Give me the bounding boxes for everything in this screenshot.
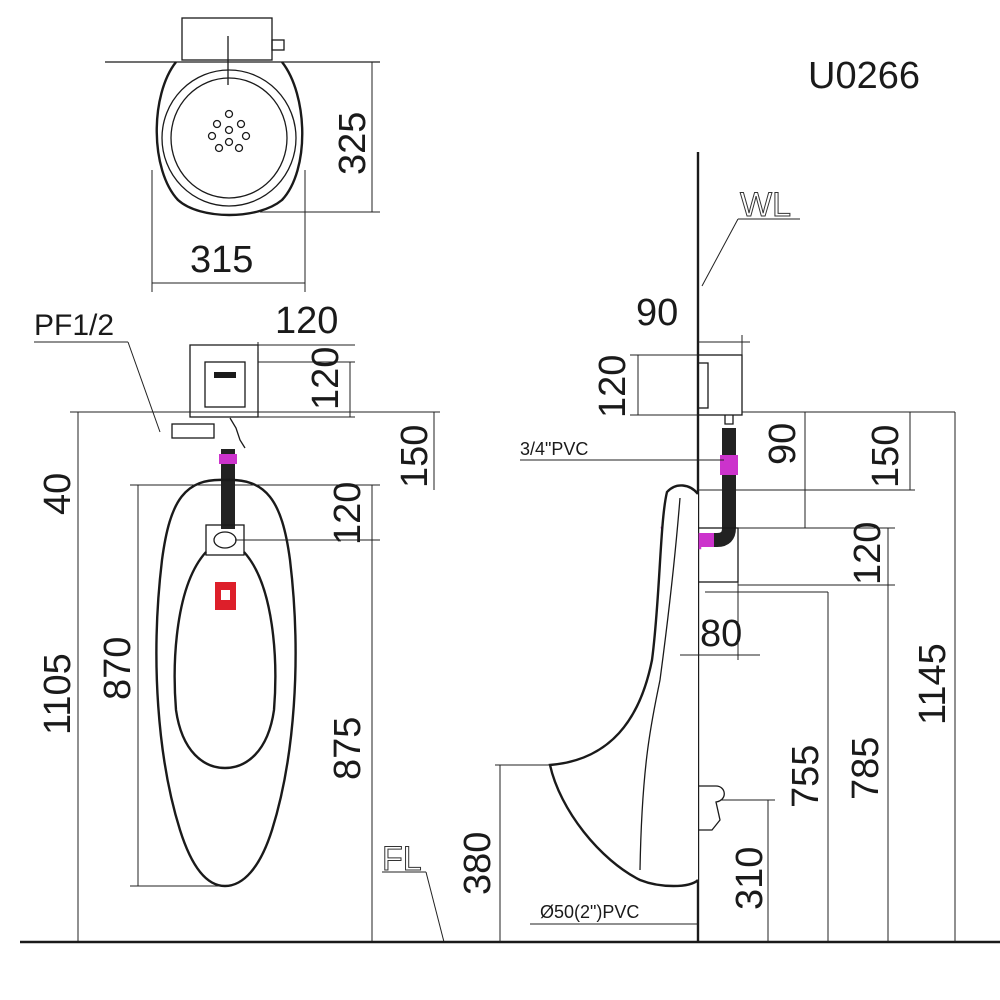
wl-leader [701, 218, 739, 287]
side-valve-top-height-dim: 1145 [912, 643, 954, 725]
drain-pvc-label: Ø50(2")PVC [540, 902, 639, 922]
side-view: WL 90 120 3/4"PVC 90 150 [457, 152, 956, 942]
top-depth-dim: 325 [332, 112, 374, 175]
valve-outlet [229, 417, 246, 449]
valve-box [189, 344, 259, 418]
top-view: 325 315 [105, 17, 380, 292]
front-bowl-height-dim: 870 [97, 637, 139, 700]
side-pipe-height-dim: 150 [865, 425, 907, 488]
supply-stub [171, 423, 215, 439]
front-spud-offset-dim: 120 [327, 482, 369, 545]
valve-face [204, 361, 246, 408]
pf-leader [127, 341, 161, 433]
flush-pipe-side [722, 428, 736, 528]
side-valve-depth-dim: 90 [636, 292, 678, 334]
fl-leader [425, 871, 445, 943]
pipe-coupler [219, 454, 237, 464]
wl-label: WL [740, 186, 791, 224]
front-valve-width-dim: 120 [275, 300, 338, 342]
side-lip-height-dim: 380 [457, 832, 499, 895]
model-code: U0266 [808, 55, 920, 97]
bowl-rim [161, 69, 297, 207]
front-total-height-dim: 1105 [37, 653, 79, 735]
flush-pipe [221, 449, 235, 529]
side-drain-height-dim: 310 [729, 847, 771, 910]
front-valve-height-dim: 120 [305, 347, 347, 410]
side-projection-dim: 80 [700, 613, 742, 655]
bowl-inner [170, 77, 288, 199]
valve-box-side [697, 354, 743, 416]
sensor-window [214, 372, 236, 378]
pf-label: PF1/2 [34, 309, 114, 342]
front-pipe-height-dim: 150 [394, 425, 436, 488]
side-rim-height-dim: 755 [785, 745, 827, 808]
urinal-body [155, 478, 297, 888]
valve-knob [271, 39, 285, 51]
flush-valve-box [181, 17, 273, 61]
top-width-dim: 315 [190, 239, 253, 281]
front-top-gap-dim: 40 [37, 473, 79, 515]
front-spud-height-dim: 875 [327, 717, 369, 780]
drain-connector [698, 785, 725, 831]
supply-pvc-label: 3/4"PVC [520, 439, 588, 459]
side-valve-height-dim: 120 [592, 355, 634, 418]
front-view: PF1/2 120 120 150 120 [34, 300, 445, 943]
urinal-basin [173, 551, 277, 770]
side-pipe-drop-dim: 90 [762, 423, 804, 465]
bowl-outline [155, 61, 304, 217]
urinal-profile [548, 484, 699, 888]
side-spud-height-dim: 785 [845, 737, 887, 800]
drain-holes [207, 109, 251, 153]
side-spud-offset-dim: 120 [847, 522, 889, 585]
